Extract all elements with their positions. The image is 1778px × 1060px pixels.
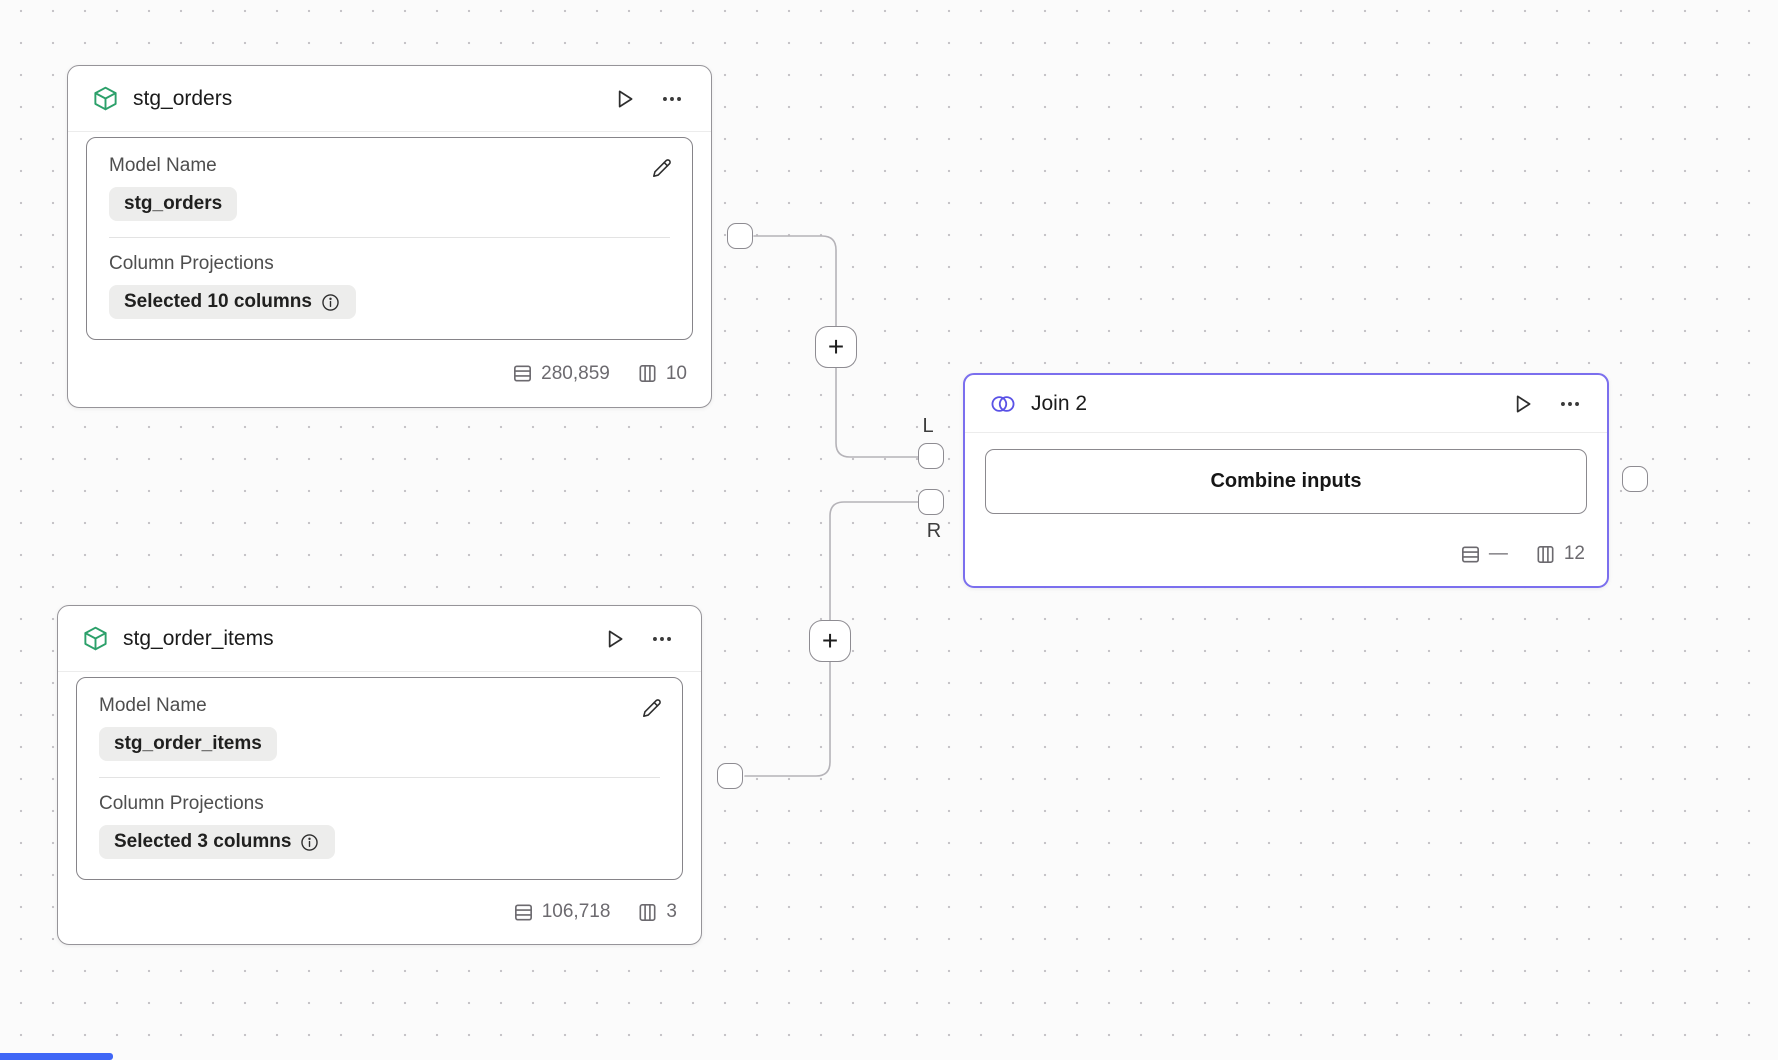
more-options-button[interactable] — [655, 82, 689, 116]
column-count: 3 — [666, 901, 677, 922]
node-stg-order-items[interactable]: stg_order_items Model Name stg_order_ite… — [57, 605, 702, 945]
node-header: stg_orders — [68, 66, 711, 132]
node-header: stg_order_items — [58, 606, 701, 672]
node-join-2[interactable]: Join 2 Combine inputs — 12 — [963, 373, 1609, 588]
row-count: — — [1488, 543, 1508, 564]
node-header: Join 2 — [965, 375, 1607, 433]
info-icon[interactable] — [320, 292, 341, 313]
row-count: 106,718 — [541, 901, 611, 922]
add-step-button-top-edge[interactable]: + — [815, 326, 857, 368]
left-port-label: L — [922, 415, 934, 437]
column-count: 10 — [665, 362, 687, 384]
output-port-stg-orders[interactable] — [727, 223, 753, 249]
column-projections-label: Column Projections — [99, 793, 264, 814]
column-count: 12 — [1563, 543, 1585, 564]
card-divider — [109, 237, 670, 238]
node-title: Join 2 — [1031, 391, 1088, 415]
columns-icon — [636, 901, 659, 924]
rows-icon — [511, 362, 534, 385]
node-title: stg_order_items — [123, 626, 274, 650]
model-config-card: Model Name stg_order_items Column Projec… — [76, 677, 683, 880]
edit-pencil-button[interactable] — [635, 692, 668, 725]
horizontal-scrollbar-thumb[interactable] — [0, 1053, 113, 1060]
cube-icon — [82, 625, 109, 652]
input-port-join-left[interactable] — [918, 443, 944, 469]
card-divider — [99, 777, 660, 778]
input-port-join-right[interactable] — [918, 489, 944, 515]
model-name-badge: stg_orders — [109, 187, 238, 221]
columns-icon — [1534, 543, 1557, 566]
row-count: 280,859 — [541, 362, 610, 384]
rows-icon — [1459, 543, 1482, 566]
more-options-button[interactable] — [645, 622, 679, 656]
model-name-label: Model Name — [109, 155, 217, 176]
output-port-join[interactable] — [1622, 466, 1648, 492]
output-port-stg-order-items[interactable] — [717, 763, 743, 789]
columns-icon — [636, 362, 659, 385]
node-stats-footer: 106,718 3 — [58, 880, 701, 944]
more-options-button[interactable] — [1553, 387, 1587, 421]
node-title: stg_orders — [133, 86, 233, 110]
edit-pencil-button[interactable] — [645, 152, 678, 185]
column-projections-label: Column Projections — [109, 253, 274, 274]
node-stats-footer: 280,859 10 — [68, 340, 711, 407]
rows-icon — [512, 901, 535, 924]
info-icon[interactable] — [299, 832, 320, 853]
run-node-button[interactable] — [607, 82, 641, 116]
run-node-button[interactable] — [597, 622, 631, 656]
combine-inputs-button[interactable]: Combine inputs — [985, 449, 1587, 514]
node-stats-footer: — 12 — [965, 514, 1607, 586]
column-projections-badge: Selected 10 columns — [109, 285, 356, 319]
node-stg-orders[interactable]: stg_orders Model Name stg_orders Column … — [67, 65, 712, 408]
cube-icon — [92, 85, 119, 112]
model-name-badge: stg_order_items — [99, 727, 277, 761]
add-step-button-bottom-edge[interactable]: + — [809, 620, 851, 662]
model-config-card: Model Name stg_orders Column Projections… — [86, 137, 693, 340]
join-venn-icon — [989, 391, 1017, 417]
right-port-label: R — [926, 520, 942, 542]
column-projections-badge: Selected 3 columns — [99, 825, 336, 859]
run-node-button[interactable] — [1505, 387, 1539, 421]
model-name-label: Model Name — [99, 695, 207, 716]
